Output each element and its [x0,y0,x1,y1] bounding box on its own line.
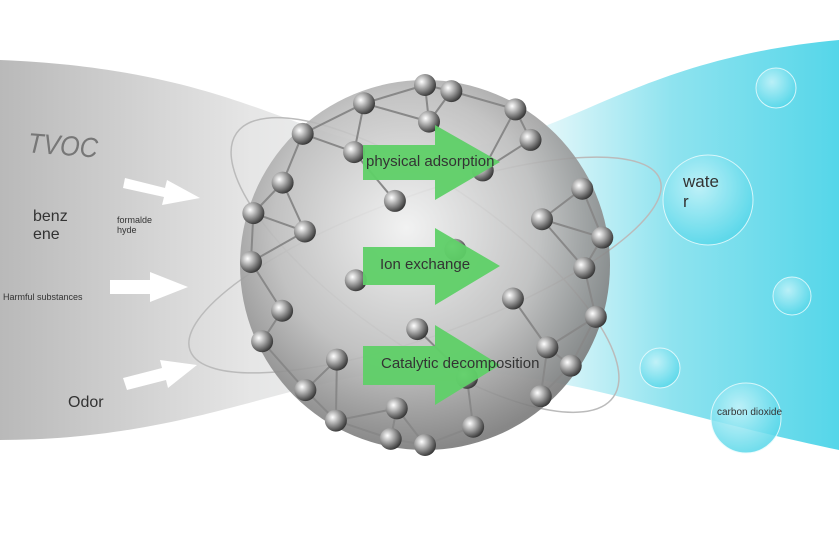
arrow-icon [123,360,197,390]
bubble [639,347,681,389]
arrow-icon [363,228,500,305]
bubble [662,154,754,246]
odor-label: Odor [68,394,104,411]
lattice-atom [559,354,582,377]
lattice-bond [451,90,516,111]
lattice-atom [462,415,485,438]
bubble [710,382,782,454]
process-ion-exchange: Ion exchange [380,256,471,273]
lattice-atom [293,220,316,243]
formaldehyde-label: formalde hyde [117,215,153,236]
lattice-atom [239,250,262,273]
benzene-label: benz ene [33,208,68,244]
input-arrows [110,178,200,390]
lattice-atom [294,379,317,402]
lattice-atom [271,171,294,194]
lattice-atom [379,427,402,450]
lattice-atom [251,330,274,353]
carbon-dioxide-label: carbon dioxide [717,407,783,418]
arrow-icon [363,125,500,200]
lattice-atom [571,177,594,200]
lattice-atom [343,141,366,164]
lattice-atom [584,305,607,328]
lattice-atom [414,434,436,456]
lattice-atom [440,80,463,103]
lattice-atom [291,122,314,145]
arrow-icon [363,325,500,405]
lattice-atom [417,110,440,133]
lattice-atom [383,189,406,212]
lattice-atom [501,287,524,310]
harmful-substances-label: Harmful substances [3,292,83,302]
bubble [755,67,797,109]
lattice-atom [573,257,596,280]
lattice-atom [271,299,294,322]
lattice-atom [344,269,367,292]
lattice-atom [406,318,429,341]
lattice-atom [242,202,265,225]
lattice-atom [385,397,408,420]
lattice-atom [529,385,552,408]
lattice-atom [325,348,348,371]
lattice-atom [536,336,559,359]
process-physical-adsorption: physical adsorption [366,153,495,170]
water-label: wate r [683,172,719,211]
arrow-icon [123,178,200,205]
tvoc-label: TVOC [27,127,99,164]
process-arrows [363,125,500,405]
lattice-bond [363,102,430,123]
lattice-bond [302,102,365,135]
lattice-atom [530,208,553,231]
lattice-atom [324,409,347,432]
lattice-atom [414,74,436,96]
lattice-atom [353,92,376,115]
lattice-atom [591,226,614,249]
lattice-atom [504,98,527,121]
bubble [772,276,812,316]
process-catalytic-decomposition: Catalytic decomposition [381,355,540,372]
bubbles [639,67,812,454]
lattice-atom [519,128,542,151]
arrow-icon [110,272,188,302]
